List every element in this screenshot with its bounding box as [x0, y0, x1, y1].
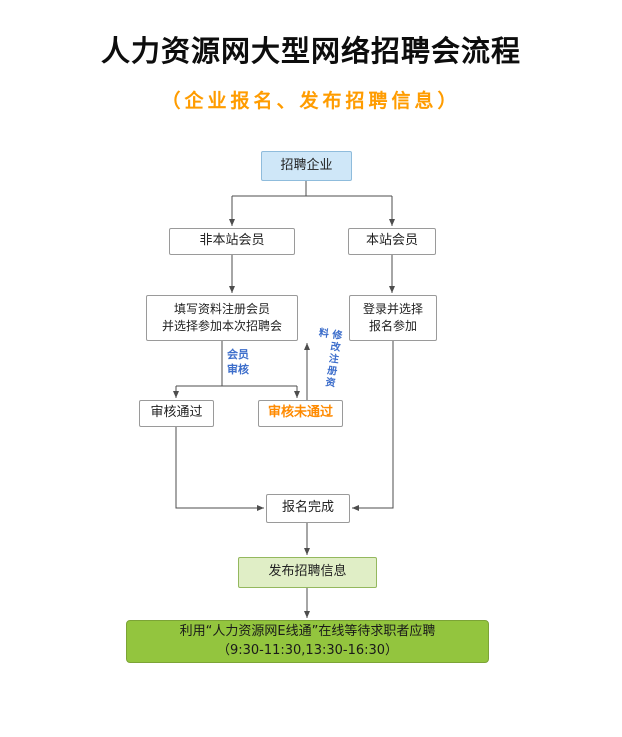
page-subtitle: （企业报名、发布招聘信息）	[161, 90, 461, 112]
label-member-audit-line1: 会员	[227, 348, 249, 361]
node-login-line1: 登录并选择	[362, 301, 423, 316]
node-audit-pass: 审核通过	[139, 400, 214, 427]
node-signup-done: 报名完成	[266, 494, 350, 523]
node-non-member-label: 非本站会员	[199, 233, 265, 249]
node-register-line2: 并选择参加本次招聘会	[161, 319, 282, 333]
node-final-line2: （9:30-11:30,13:30-16:30）	[216, 642, 399, 658]
node-final-line1: 利用“人力资源网E线通”在线等待求职者应聘	[179, 624, 436, 640]
node-recruiting-company: 招聘企业	[261, 151, 352, 181]
node-register: 填写资料注册会员 并选择参加本次招聘会	[146, 295, 298, 341]
connector-pass-to-done	[175, 427, 264, 511]
node-non-member: 非本站会员	[169, 228, 295, 255]
node-audit-fail-label: 审核未通过	[267, 405, 333, 421]
node-login: 登录并选择 报名参加	[349, 295, 437, 341]
node-member: 本站会员	[348, 228, 436, 255]
connector-company-split	[232, 181, 392, 197]
node-login-line2: 报名参加	[368, 319, 417, 333]
node-publish-label: 发布招聘信息	[268, 564, 347, 580]
node-final: 利用“人力资源网E线通”在线等待求职者应聘 （9:30-11:30,13:30-…	[126, 620, 489, 663]
node-member-label: 本站会员	[365, 233, 418, 249]
label-member-audit-line2: 审核	[227, 362, 249, 376]
page-title: 人力资源网大型网络招聘会流程	[100, 34, 521, 68]
label-modify-register: 修改注册资料	[315, 326, 342, 390]
node-audit-pass-label: 审核通过	[150, 405, 203, 421]
connector-login-to-done	[352, 341, 394, 511]
label-member-audit: 会员 审核	[227, 348, 249, 378]
node-register-line1: 填写资料注册会员	[173, 301, 270, 316]
node-audit-fail: 审核未通过	[258, 400, 343, 427]
node-recruiting-company-label: 招聘企业	[280, 157, 333, 173]
node-signup-done-label: 报名完成	[281, 500, 334, 516]
node-publish: 发布招聘信息	[238, 557, 377, 588]
